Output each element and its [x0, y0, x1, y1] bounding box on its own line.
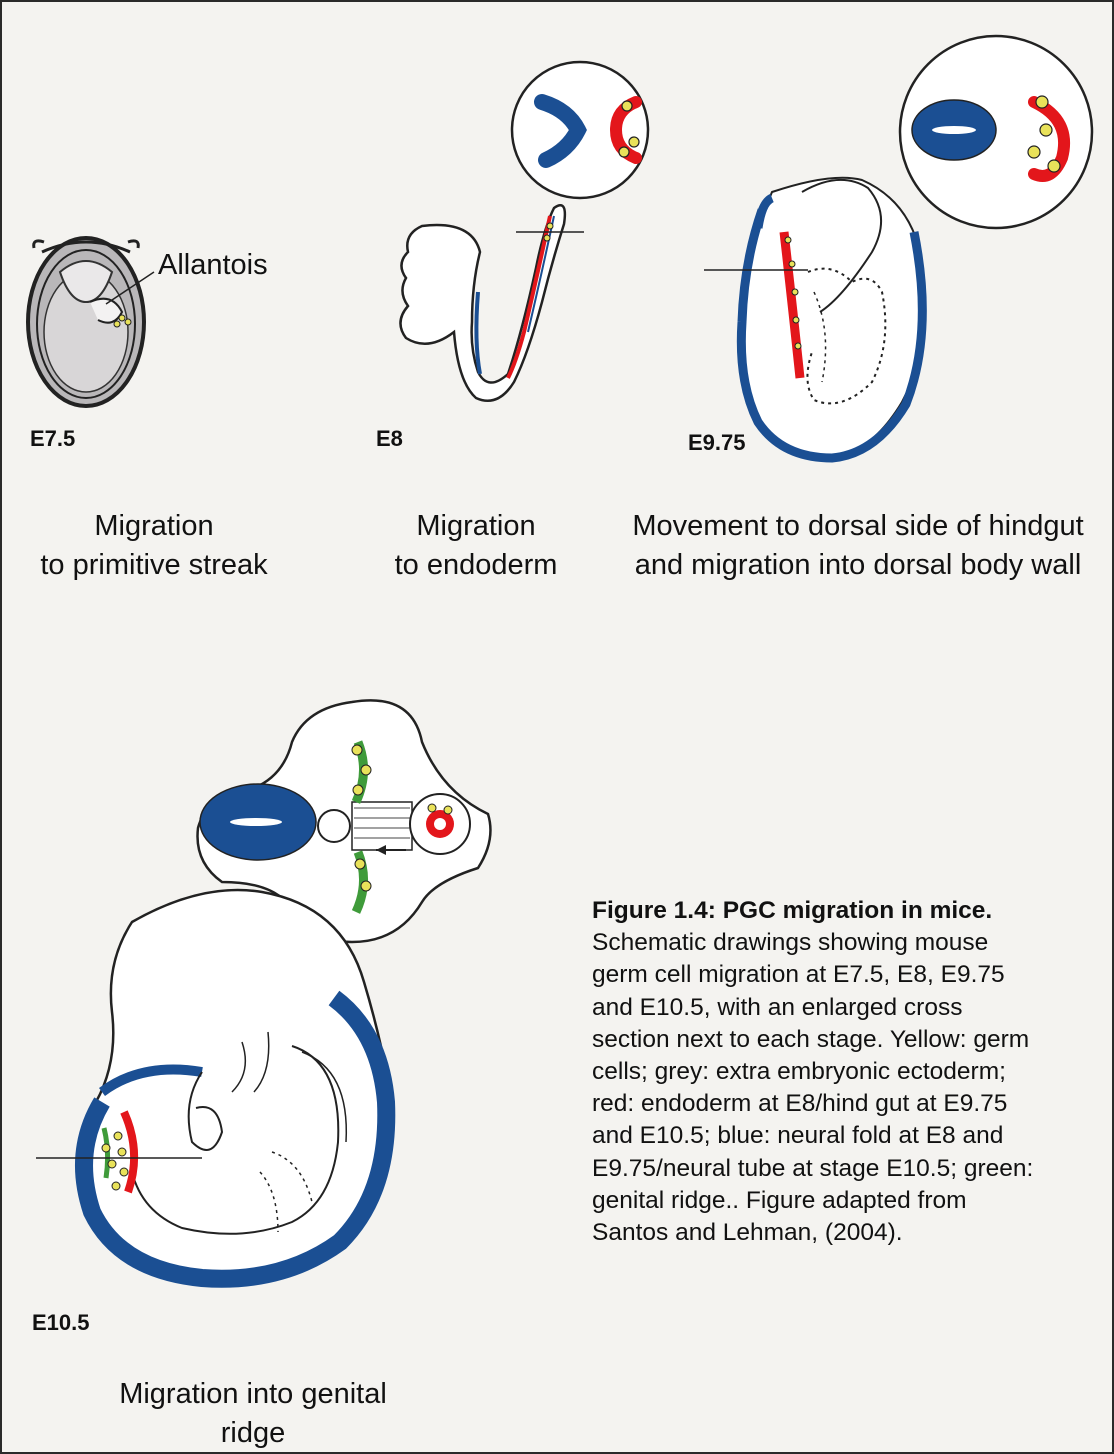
e9-75-cross-section — [900, 36, 1092, 228]
stage-label-e9-75: E9.75 — [688, 430, 746, 456]
caption-e7-5: Migration to primitive streak — [22, 507, 286, 585]
figure-legend-line: E9.75/neural tube at stage E10.5; green: — [592, 1153, 1082, 1185]
caption-e10-5-line: ridge — [98, 1414, 408, 1453]
stage-label-e7-5: E7.5 — [30, 426, 75, 452]
e8-embryo-drawing — [400, 205, 584, 401]
figure-legend-line: cells; grey: extra embryonic ectoderm; — [592, 1056, 1082, 1088]
figure-legend-title: Figure 1.4: PGC migration in mice. — [592, 895, 1082, 927]
e8-cross-section — [512, 62, 648, 198]
caption-e9-75-line: and migration into dorsal body wall — [608, 546, 1108, 585]
figure-legend-line: Schematic drawings showing mouse — [592, 927, 1082, 959]
caption-e7-5-line: to primitive streak — [22, 546, 286, 585]
e10-5-embryo-drawing — [36, 890, 392, 1279]
e7-5-embryo-drawing — [28, 238, 154, 406]
caption-e7-5-line: Migration — [22, 507, 286, 546]
figure-legend-line: section next to each stage. Yellow: germ — [592, 1024, 1082, 1056]
allantois-label: Allantois — [158, 249, 268, 282]
figure-legend: Figure 1.4: PGC migration in mice. Schem… — [592, 895, 1082, 1249]
stage-label-e10-5: E10.5 — [32, 1310, 90, 1336]
caption-e10-5: Migration into genital ridge — [98, 1375, 408, 1453]
figure-legend-line: germ cell migration at E7.5, E8, E9.75 — [592, 959, 1082, 991]
figure-legend-line: and E10.5, with an enlarged cross — [592, 992, 1082, 1024]
figure-legend-line: Santos and Lehman, (2004). — [592, 1217, 1082, 1249]
caption-e9-75-line: Movement to dorsal side of hindgut — [608, 507, 1108, 546]
caption-e8: Migration to endoderm — [378, 507, 574, 585]
caption-e8-line: Migration — [378, 507, 574, 546]
caption-e10-5-line: Migration into genital — [98, 1375, 408, 1414]
stage-label-e8: E8 — [376, 426, 403, 452]
caption-e8-line: to endoderm — [378, 546, 574, 585]
e9-75-embryo-drawing — [704, 178, 925, 458]
figure-legend-line: and E10.5; blue: neural fold at E8 and — [592, 1120, 1082, 1152]
caption-e9-75: Movement to dorsal side of hindgut and m… — [608, 507, 1108, 585]
figure-legend-line: red: endoderm at E8/hind gut at E9.75 — [592, 1088, 1082, 1120]
figure-legend-line: genital ridge.. Figure adapted from — [592, 1185, 1082, 1217]
